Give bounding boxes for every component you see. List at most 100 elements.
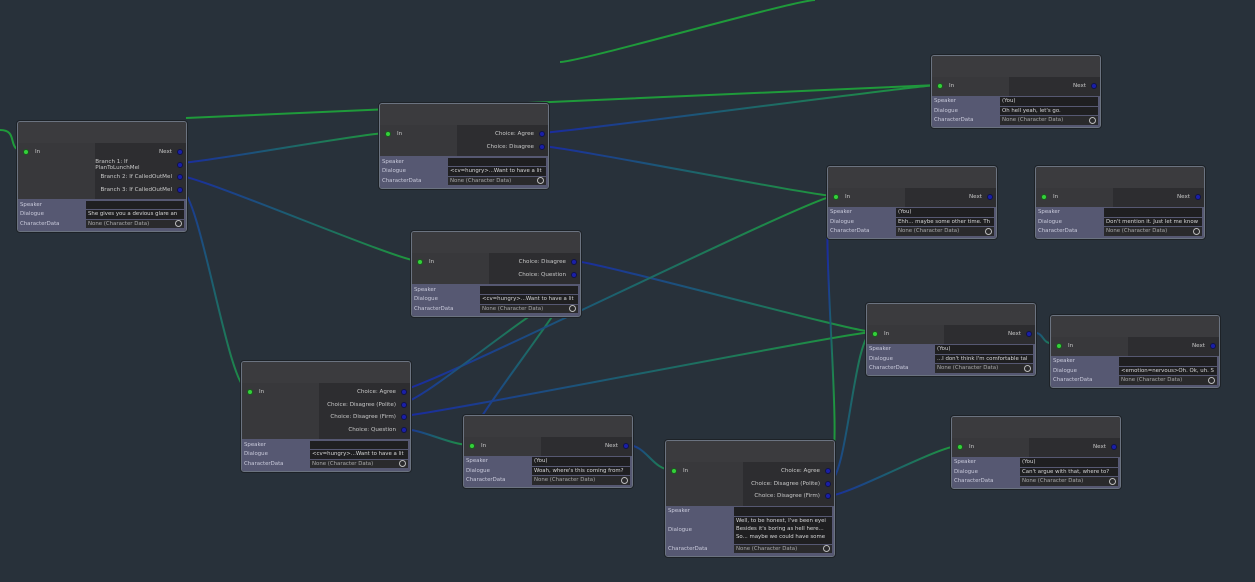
node-header[interactable] bbox=[952, 417, 1120, 438]
output-port-icon[interactable] bbox=[401, 426, 407, 433]
output-port-icon[interactable] bbox=[825, 468, 831, 475]
character-data-field[interactable]: None (Character Data) bbox=[1020, 477, 1118, 486]
input-port-icon[interactable] bbox=[469, 443, 475, 450]
dialogue-field[interactable]: Don't mention it. Just let me know bbox=[1104, 217, 1202, 226]
node-connection[interactable] bbox=[559, 0, 816, 63]
dialogue-field[interactable]: <cv=hungry>...Want to have a lit bbox=[310, 450, 408, 459]
input-port-icon[interactable] bbox=[937, 83, 943, 90]
node-header[interactable] bbox=[867, 304, 1035, 325]
output-port-icon[interactable] bbox=[401, 401, 407, 408]
output-port[interactable]: Next bbox=[541, 440, 632, 453]
output-port-icon[interactable] bbox=[539, 143, 545, 150]
input-port-icon[interactable] bbox=[872, 331, 878, 338]
output-port[interactable]: Choice: Disagree (Polite) bbox=[743, 478, 834, 491]
output-port-icon[interactable] bbox=[987, 194, 993, 201]
output-port-icon[interactable] bbox=[177, 186, 183, 193]
dialogue-field[interactable]: Well, to be honest, I've been eyei Besid… bbox=[734, 516, 832, 544]
output-port-icon[interactable] bbox=[401, 389, 407, 396]
output-port[interactable]: Choice: Disagree (Firm) bbox=[319, 411, 410, 424]
node-connection[interactable] bbox=[827, 445, 959, 497]
character-data-field[interactable]: None (Character Data) bbox=[532, 476, 630, 485]
node-header[interactable] bbox=[932, 56, 1100, 77]
character-data-field[interactable]: None (Character Data) bbox=[935, 364, 1033, 373]
node-connection[interactable] bbox=[540, 145, 835, 197]
node-header[interactable] bbox=[666, 441, 834, 462]
output-port[interactable]: Choice: Question bbox=[489, 269, 580, 282]
speaker-field[interactable]: (You) bbox=[532, 457, 630, 466]
dialogue-field[interactable]: Can't argue with that, where to? bbox=[1020, 467, 1118, 476]
character-data-field[interactable]: None (Character Data) bbox=[86, 219, 184, 228]
dialogue-field[interactable]: <cv=hungry>...Want to have a lit bbox=[448, 167, 546, 176]
speaker-field[interactable] bbox=[86, 200, 184, 209]
output-port-icon[interactable] bbox=[177, 174, 183, 181]
input-port[interactable]: In bbox=[867, 328, 944, 341]
object-picker-icon[interactable] bbox=[399, 460, 406, 468]
object-picker-icon[interactable] bbox=[1208, 376, 1215, 384]
input-port[interactable]: In bbox=[1036, 191, 1113, 204]
object-picker-icon[interactable] bbox=[1109, 477, 1116, 485]
output-port-icon[interactable] bbox=[177, 149, 183, 156]
output-port[interactable]: Next bbox=[905, 191, 996, 204]
output-port-icon[interactable] bbox=[623, 443, 629, 450]
node-connection[interactable] bbox=[401, 331, 874, 417]
input-port-icon[interactable] bbox=[385, 131, 391, 138]
node-header[interactable] bbox=[1036, 167, 1204, 188]
node-header[interactable] bbox=[412, 232, 580, 253]
node-connection[interactable] bbox=[401, 195, 835, 391]
dialogue-field[interactable]: <emotion=nervous>Oh. Ok, uh. S bbox=[1119, 366, 1217, 375]
input-port[interactable]: In bbox=[1051, 340, 1128, 353]
speaker-field[interactable]: (You) bbox=[896, 208, 994, 217]
output-port[interactable]: Branch 2: If CalledOutMel bbox=[95, 171, 186, 184]
input-port-icon[interactable] bbox=[247, 389, 253, 396]
input-port[interactable]: In bbox=[932, 80, 1009, 93]
output-port[interactable]: Next bbox=[1128, 340, 1219, 353]
output-port[interactable]: Next bbox=[1113, 191, 1204, 204]
output-port[interactable]: Next bbox=[1009, 80, 1100, 93]
character-data-field[interactable]: None (Character Data) bbox=[1119, 376, 1217, 385]
dialogue-field[interactable]: <cv=hungry>...Want to have a lit bbox=[480, 295, 578, 304]
output-port-icon[interactable] bbox=[1210, 343, 1216, 350]
input-port[interactable]: In bbox=[828, 191, 905, 204]
character-data-field[interactable]: None (Character Data) bbox=[1104, 227, 1202, 236]
output-port[interactable]: Next bbox=[95, 146, 186, 159]
node-header[interactable] bbox=[18, 122, 186, 143]
speaker-field[interactable] bbox=[310, 440, 408, 449]
node-connection[interactable] bbox=[401, 428, 471, 446]
object-picker-icon[interactable] bbox=[569, 305, 576, 313]
input-port-icon[interactable] bbox=[957, 444, 963, 451]
speaker-field[interactable]: (You) bbox=[1000, 97, 1098, 106]
output-port-icon[interactable] bbox=[571, 259, 577, 266]
output-port-icon[interactable] bbox=[401, 414, 407, 421]
input-port[interactable]: In bbox=[380, 128, 457, 141]
node-header[interactable] bbox=[380, 104, 548, 125]
speaker-field[interactable] bbox=[734, 507, 832, 516]
output-port[interactable]: Choice: Question bbox=[319, 424, 410, 437]
speaker-field[interactable] bbox=[448, 157, 546, 166]
node-header[interactable] bbox=[464, 416, 632, 437]
input-port-icon[interactable] bbox=[833, 194, 839, 201]
input-port-icon[interactable] bbox=[671, 468, 677, 475]
output-port-icon[interactable] bbox=[825, 493, 831, 500]
character-data-field[interactable]: None (Character Data) bbox=[896, 227, 994, 236]
output-port-icon[interactable] bbox=[177, 161, 183, 168]
output-port[interactable]: Choice: Disagree (Polite) bbox=[319, 399, 410, 412]
speaker-field[interactable] bbox=[480, 285, 578, 294]
input-port[interactable]: In bbox=[952, 441, 1029, 454]
dialogue-field[interactable]: Ehh... maybe some other time. Th bbox=[896, 217, 994, 226]
speaker-field[interactable] bbox=[1104, 208, 1202, 217]
input-port-icon[interactable] bbox=[23, 149, 29, 156]
object-picker-icon[interactable] bbox=[621, 476, 628, 484]
node-connection[interactable] bbox=[179, 175, 419, 262]
object-picker-icon[interactable] bbox=[175, 220, 182, 228]
character-data-field[interactable]: None (Character Data) bbox=[310, 459, 408, 468]
output-port[interactable]: Next bbox=[1029, 441, 1120, 454]
node-header[interactable] bbox=[1051, 316, 1219, 337]
object-picker-icon[interactable] bbox=[1024, 364, 1031, 372]
output-port-icon[interactable] bbox=[825, 480, 831, 487]
output-port[interactable]: Choice: Disagree bbox=[457, 141, 548, 154]
